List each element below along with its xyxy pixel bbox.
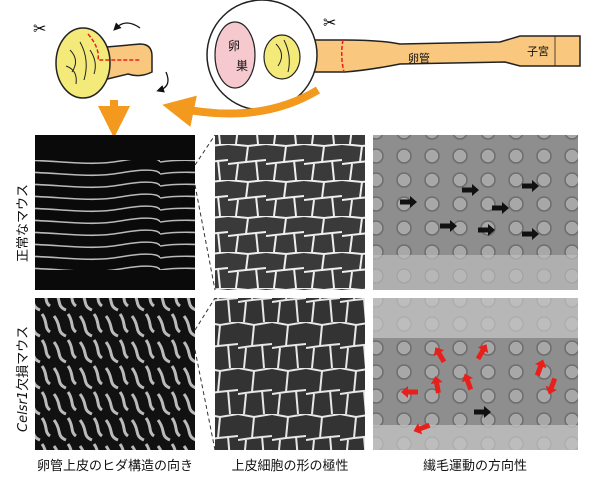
column-label-cell-polarity: 上皮細胞の形の極性: [231, 458, 348, 474]
curved-arrow-icon: [113, 22, 141, 31]
column-label-cilia: 繊毛運動の方向性: [423, 458, 527, 474]
cilia-direction-arrows: [400, 180, 558, 435]
ovary-label-1: 卵: [228, 39, 240, 53]
red-arrow-icon: [430, 376, 443, 394]
black-arrow-icon: [522, 228, 539, 240]
panel-cells-normal: [215, 135, 365, 290]
black-arrow-icon: [474, 406, 491, 418]
black-arrow-icon: [440, 220, 457, 232]
column-label-folds: 卵管上皮のヒダ構造の向き: [37, 458, 193, 474]
black-arrow-icon: [522, 180, 539, 192]
red-arrow-icon: [461, 373, 474, 391]
ovary-label-2: 巣: [236, 59, 248, 73]
red-arrow-icon: [401, 386, 418, 398]
zoom-lines: [194, 134, 216, 451]
red-arrow-icon: [433, 347, 447, 364]
red-arrow-icon: [545, 377, 558, 395]
oviduct-label: 卵管: [408, 51, 430, 65]
reproductive-tract-illustration: ✂: [162, 0, 581, 127]
red-arrow-icon: [534, 359, 547, 377]
ovary: [214, 21, 256, 89]
orange-curved-arrow-icon: [162, 86, 321, 127]
black-arrow-icon: [400, 196, 417, 208]
row-label-celsr1-mutant: Celsr1欠損マウス: [15, 326, 31, 432]
black-arrow-icon: [492, 202, 509, 214]
scissors-icon: ✂: [33, 19, 46, 38]
scissors-icon: ✂: [323, 13, 336, 32]
black-arrow-icon: [462, 184, 479, 196]
row-label-normal: 正常なマウス: [16, 184, 31, 262]
curved-arrow-icon: [156, 71, 169, 93]
black-arrow-icon: [478, 224, 495, 236]
panel-cells-mutant: [215, 298, 365, 450]
red-arrow-icon: [413, 422, 431, 435]
red-arrow-icon: [475, 344, 489, 361]
uterus-label: 子宮: [527, 44, 549, 58]
cut-oviduct-illustration: ✂: [33, 19, 169, 138]
